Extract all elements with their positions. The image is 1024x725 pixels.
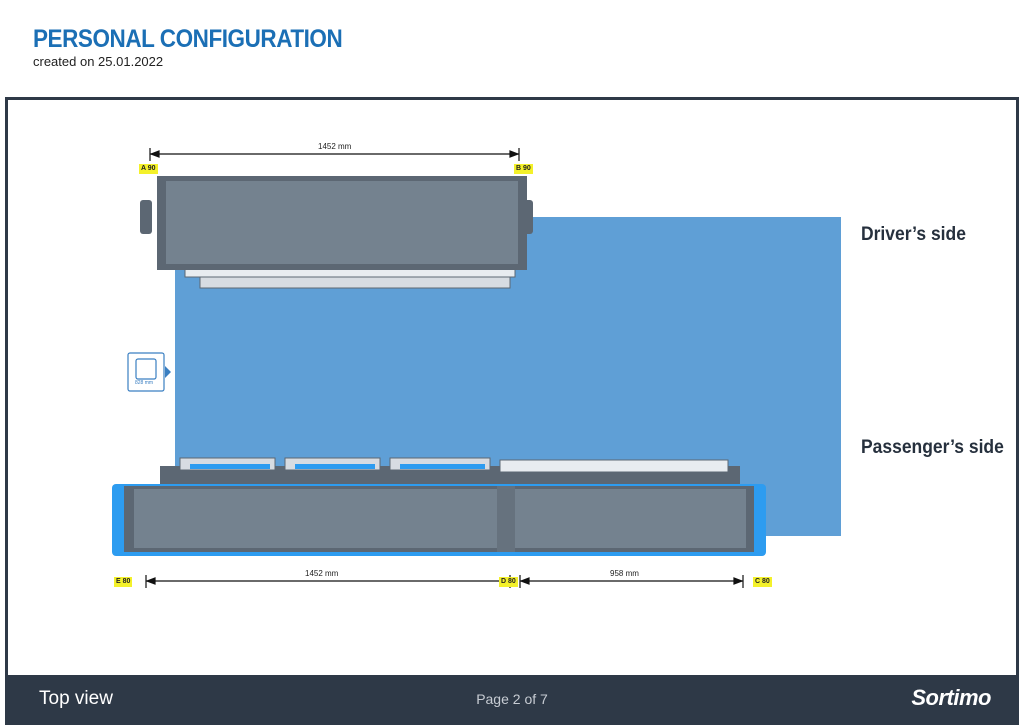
page-indicator: Page 2 of 7 [476,691,548,707]
footer-bar: Top view Page 2 of 7 Sortimo [5,675,1019,725]
marker-a: A 90 [139,164,158,174]
van-icon-width-label: 828 mm [135,380,154,386]
marker-c: C 80 [753,577,772,587]
passengers-side-label: Passenger’s side [861,437,1004,458]
dimension-lines [145,148,744,588]
drawing-frame [5,97,1019,721]
brand-logo: Sortimo [911,685,991,710]
top-shelf-unit [140,176,533,289]
view-label: Top view [39,688,113,709]
marker-e: E 80 [114,577,133,587]
dimension-top-label: 1452 mm [318,142,352,151]
dimension-bottom-right-label: 958 mm [610,569,639,578]
dimension-bottom-left-label: 1452 mm [305,569,339,578]
page-title: PERSONAL CONFIGURATION [33,25,343,53]
marker-b: B 90 [514,164,533,174]
marker-d: D 80 [499,577,518,587]
bottom-shelf-unit [112,457,766,556]
van-icon [127,352,171,392]
created-date: created on 25.01.2022 [33,54,164,69]
drivers-side-label: Driver’s side [861,224,966,245]
